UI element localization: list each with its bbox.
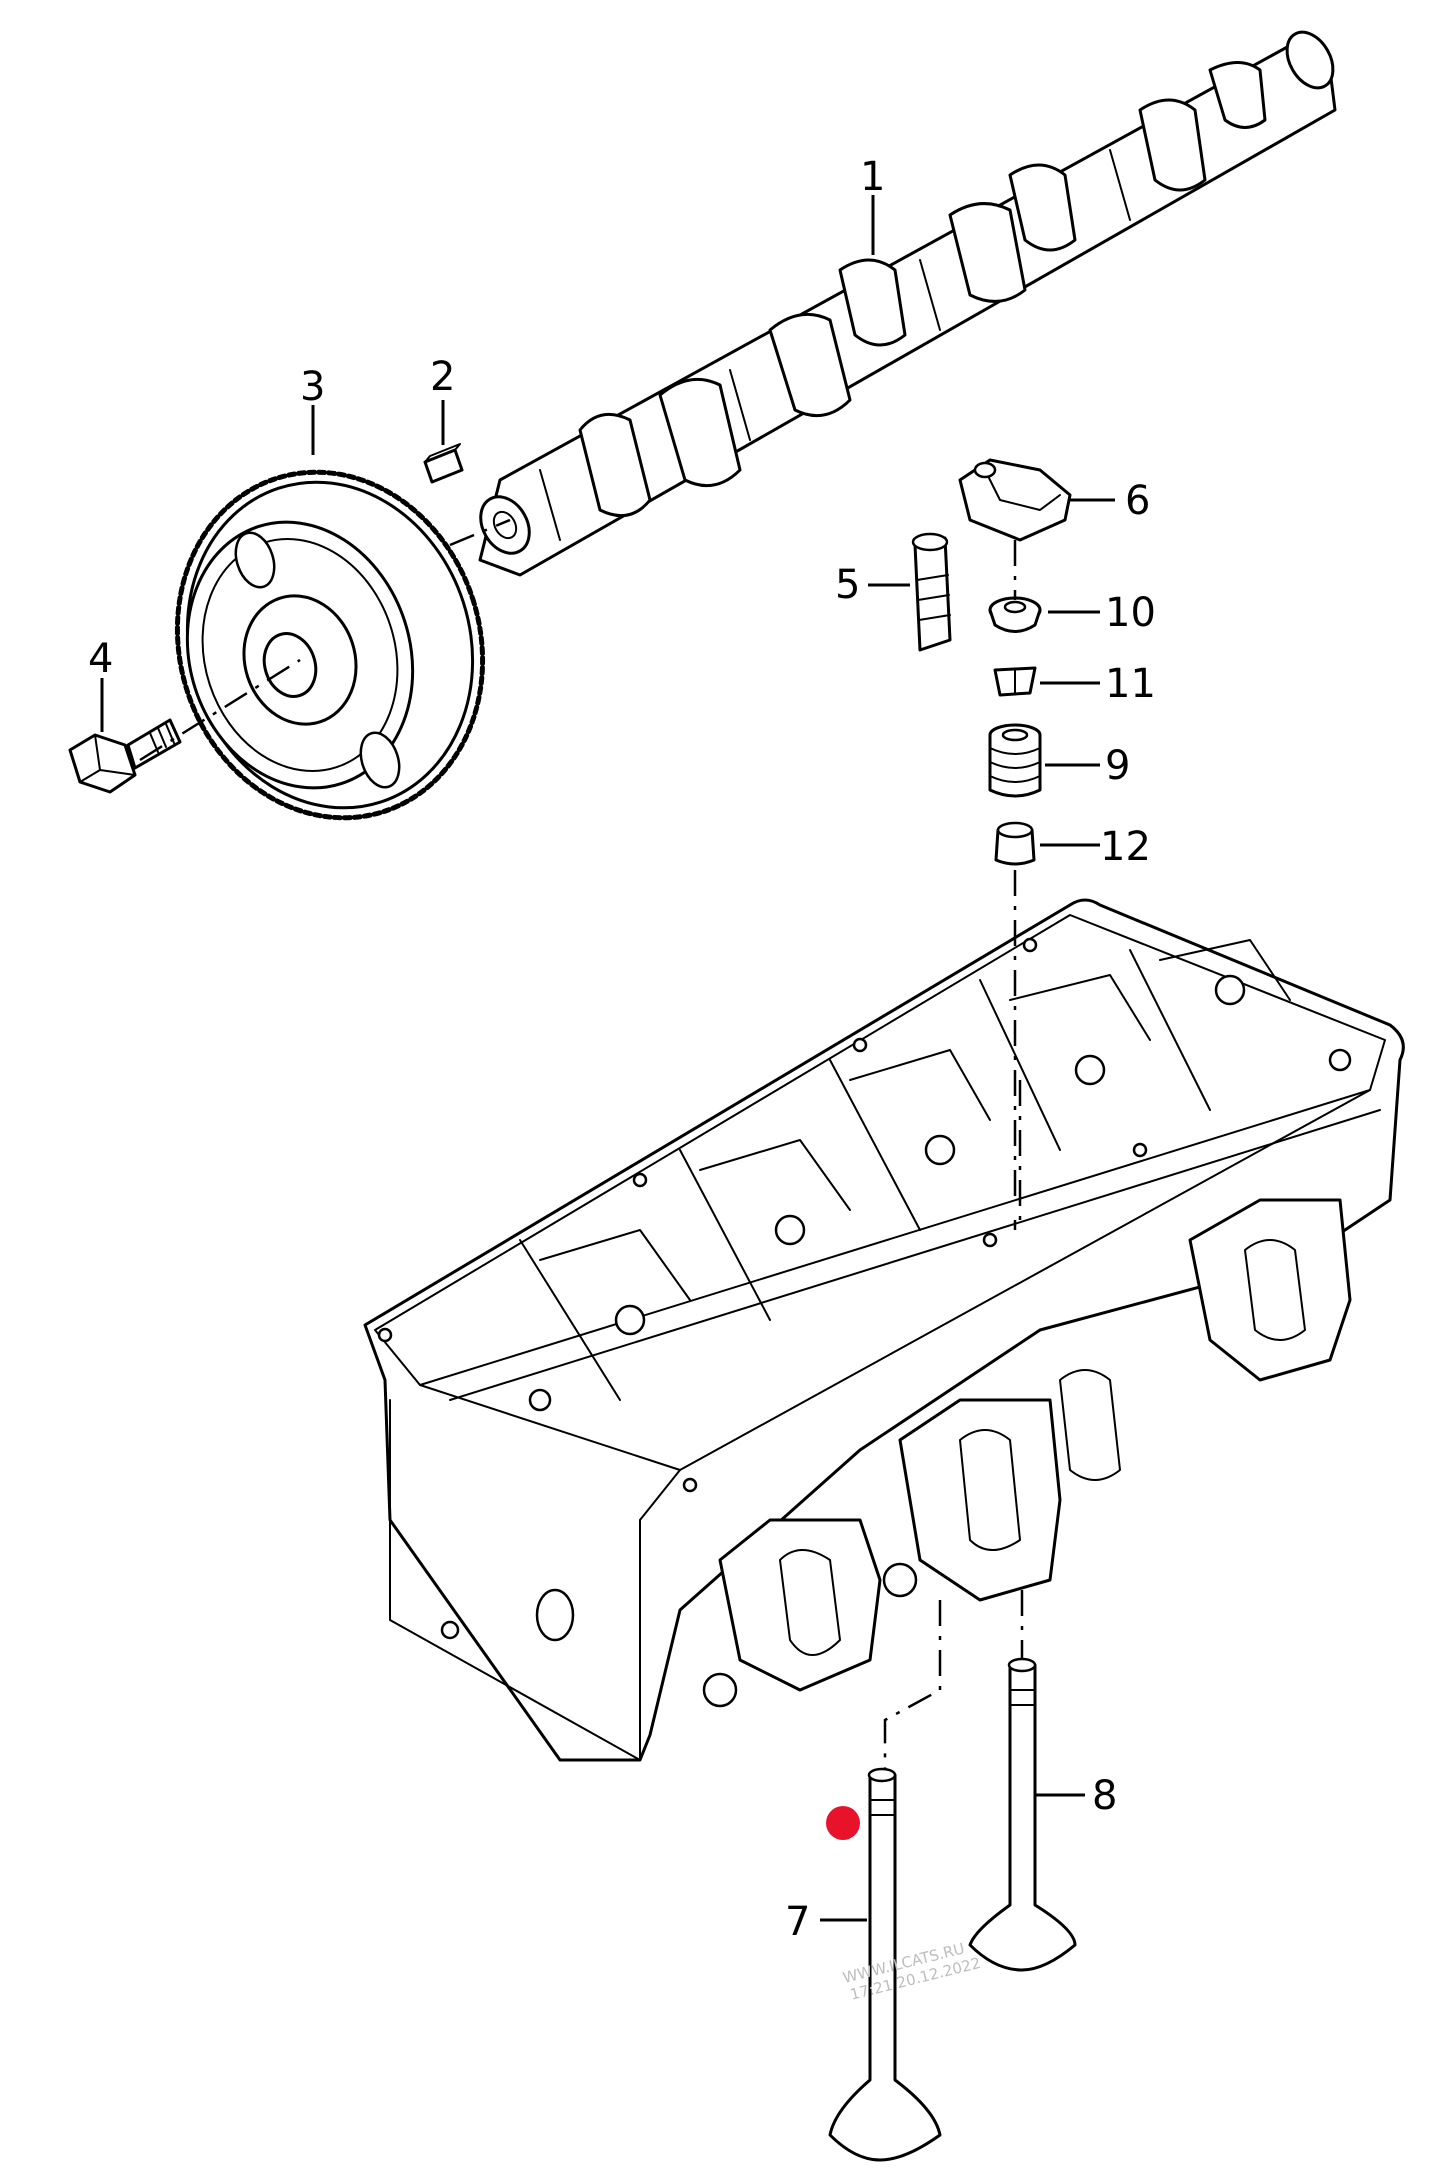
callout-2[interactable]: 2 (430, 354, 455, 400)
exhaust-valve[interactable] (968, 1657, 1077, 1972)
callout-3[interactable]: 3 (300, 364, 325, 410)
valve-cotters[interactable] (993, 666, 1037, 697)
woodruff-key[interactable] (423, 443, 464, 484)
valve-spring[interactable] (988, 723, 1042, 798)
roller-rocker-arm[interactable] (958, 458, 1072, 542)
callout-11[interactable]: 11 (1105, 661, 1156, 707)
valve-stem-seal[interactable] (988, 596, 1042, 633)
exhaust-port-flanges (702, 1198, 1352, 1708)
intake-valve[interactable] (828, 1767, 942, 2162)
callout-10[interactable]: 10 (1105, 590, 1156, 636)
leader-lines (100, 195, 1115, 1922)
sprocket-bolt[interactable] (68, 718, 182, 794)
callout-7[interactable]: 7 (785, 1899, 810, 1945)
callout-12[interactable]: 12 (1100, 824, 1151, 870)
callout-9[interactable]: 9 (1105, 743, 1130, 789)
selection-marker[interactable] (826, 1806, 860, 1840)
callout-numbers: 1 2 3 4 5 6 10 11 9 12 8 7 (88, 154, 1156, 1945)
camshaft[interactable] (471, 24, 1342, 577)
callout-8[interactable]: 8 (1092, 1773, 1117, 1819)
assembly-axis-lines (139, 518, 1024, 1770)
callout-6[interactable]: 6 (1125, 478, 1150, 524)
camshaft-sprocket[interactable] (133, 432, 526, 858)
hydraulic-lifter[interactable] (911, 532, 952, 652)
callout-1[interactable]: 1 (860, 154, 885, 200)
watermark: WWW.ILCATS.RU 17:21 20.12.2022 (841, 1939, 983, 2003)
spring-seat[interactable] (994, 821, 1036, 866)
callout-4[interactable]: 4 (88, 636, 113, 682)
callout-5[interactable]: 5 (835, 562, 860, 608)
cylinder-head[interactable] (363, 898, 1405, 1762)
